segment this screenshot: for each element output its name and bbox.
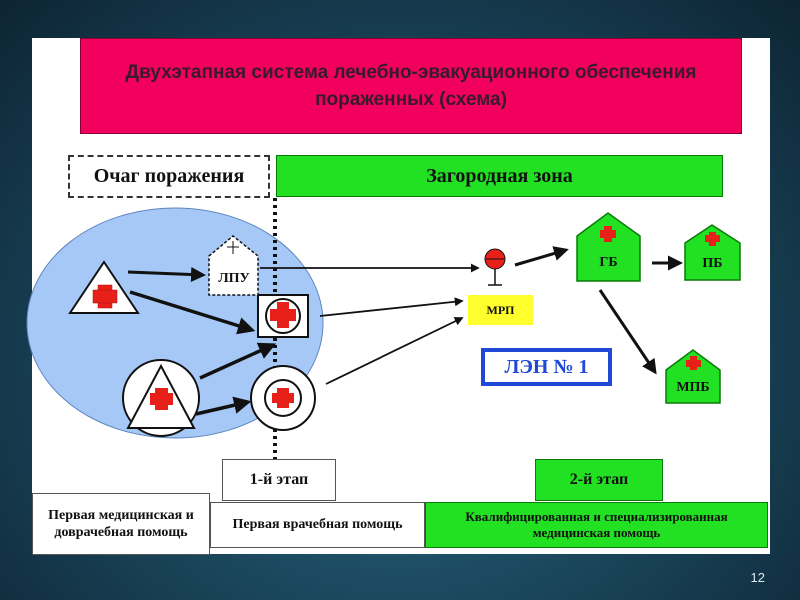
- arrow-mrp-to-gb: [514, 246, 569, 267]
- arrow-triangle-to-lpu: [127, 267, 206, 283]
- len-label: ЛЭН № 1: [481, 348, 612, 386]
- help-first-doctor: Первая врачебная помощь: [210, 502, 425, 548]
- gb-house-icon: [576, 212, 641, 282]
- casualty-circle-triangle-icon: [122, 359, 200, 437]
- arrow-triangle-to-post: [129, 290, 256, 335]
- mpb-label: МПБ: [676, 380, 710, 395]
- stage-2-label: 2-й этап: [535, 459, 663, 501]
- mpb-house-icon: [665, 349, 721, 404]
- arrow-circle-to-post: [199, 342, 277, 380]
- medical-post-square-icon: [257, 294, 309, 338]
- page-number: 12: [750, 570, 765, 585]
- arrow-unit-to-mrp: [325, 317, 464, 385]
- gb-label: ГБ: [599, 255, 618, 270]
- zone-label-ochag: Очаг поражения: [68, 155, 270, 198]
- mrp-label: МРП: [468, 295, 533, 325]
- casualty-triangle-icon: [68, 260, 140, 314]
- mrp-flag-icon: [484, 248, 506, 286]
- lpu-label: ЛПУ: [218, 271, 250, 286]
- arrow-post-to-mrp: [319, 297, 464, 317]
- stage-1-label: 1-й этап: [222, 459, 336, 501]
- help-first-aid: Первая медицинская и доврачебная помощь: [32, 493, 210, 555]
- help-qualified: Квалифицированная и специализированная м…: [425, 502, 768, 548]
- pb-house-icon: [684, 224, 741, 281]
- pb-label: ПБ: [702, 256, 723, 271]
- arrow-gb-to-mpb: [598, 289, 657, 375]
- evacuation-arrows: [127, 246, 683, 416]
- lpu-house-icon: [208, 235, 259, 296]
- arrow-circle-to-unit: [195, 396, 252, 416]
- medical-unit-double-circle-icon: [250, 365, 316, 431]
- slide-title: Двухэтапная система лечебно-эвакуационно…: [80, 38, 742, 134]
- zone-label-zagorodnaya: Загородная зона: [276, 155, 723, 197]
